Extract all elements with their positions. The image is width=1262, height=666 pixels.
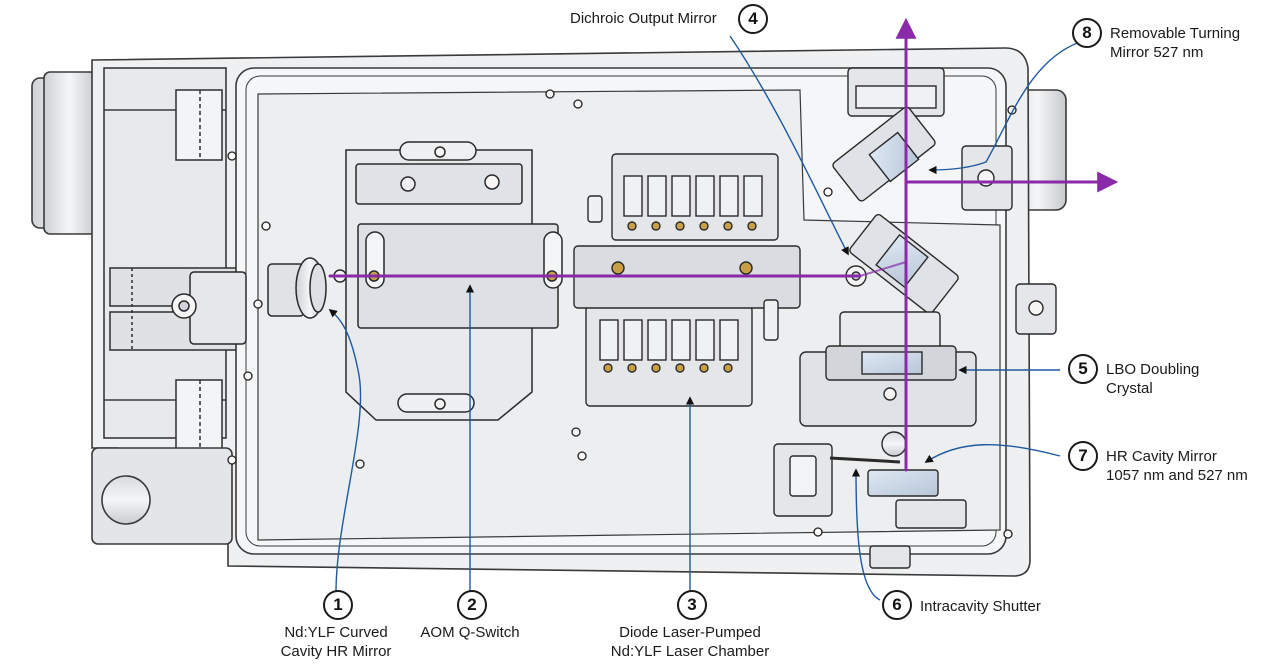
callout-label-2: AOM Q-Switch bbox=[380, 623, 560, 642]
callout-1-line2: Cavity HR Mirror bbox=[280, 643, 392, 660]
callout-label-1: Nd:YLF Curved Cavity HR Mirror bbox=[226, 623, 446, 661]
callout-number-4: 4 bbox=[738, 4, 768, 34]
callout-3-line2: Nd:YLF Laser Chamber bbox=[610, 643, 770, 660]
callout-number-7: 7 bbox=[1068, 441, 1098, 471]
callout-5-line1: LBO Doubling bbox=[1106, 361, 1200, 378]
right-optics-assembly bbox=[773, 67, 1057, 569]
leader-7 bbox=[924, 444, 1061, 463]
callout-7-line2: 1057 nm and 527 nm bbox=[1106, 467, 1248, 484]
left-end-cap-ring bbox=[43, 71, 97, 235]
callout-label-7: HR Cavity Mirror 1057 nm and 527 nm bbox=[1106, 447, 1248, 485]
callout-1-line1: Nd:YLF Curved bbox=[284, 624, 388, 641]
callout-label-3: Diode Laser-Pumped Nd:YLF Laser Chamber bbox=[580, 623, 800, 661]
callout-number-8: 8 bbox=[1072, 18, 1102, 48]
hr-cavity-mirror bbox=[867, 431, 967, 529]
laser-housing bbox=[31, 47, 1067, 577]
leader-4 bbox=[729, 35, 849, 256]
callout-number-2: 2 bbox=[457, 590, 487, 620]
callout-number-3: 3 bbox=[677, 590, 707, 620]
leader-1 bbox=[328, 308, 362, 593]
leader-6 bbox=[851, 468, 881, 601]
intracavity-shutter bbox=[773, 443, 901, 517]
callout-5-line2: Crystal bbox=[1106, 380, 1153, 397]
laser-beam-path bbox=[328, 17, 1119, 472]
callout-8-line2: Mirror 527 nm bbox=[1110, 44, 1204, 61]
callout-number-6: 6 bbox=[882, 590, 912, 620]
callout-label-6: Intracavity Shutter bbox=[920, 598, 1041, 615]
callout-label-4: Dichroic Output Mirror bbox=[570, 10, 717, 27]
callout-8-line1: Removable Turning bbox=[1110, 25, 1241, 42]
beam-returning bbox=[859, 261, 907, 277]
callout-number-5: 5 bbox=[1068, 354, 1098, 384]
aom-q-switch bbox=[345, 141, 563, 421]
callout-3-line1: Diode Laser-Pumped bbox=[619, 624, 761, 641]
callout-label-5: LBO Doubling Crystal bbox=[1106, 360, 1199, 398]
callout-number-1: 1 bbox=[323, 590, 353, 620]
callout-label-8: Removable Turning Mirror 527 nm bbox=[1110, 24, 1240, 62]
nd-ylf-curved-hr-mirror bbox=[171, 257, 347, 345]
lbo-doubling-crystal bbox=[799, 311, 977, 427]
callout-7-line1: HR Cavity Mirror bbox=[1106, 448, 1217, 465]
callout-2-line1: AOM Q-Switch bbox=[420, 624, 520, 641]
leader-8 bbox=[928, 41, 1081, 175]
dichroic-output-mirror bbox=[845, 213, 959, 315]
leader-lines bbox=[328, 35, 1081, 601]
